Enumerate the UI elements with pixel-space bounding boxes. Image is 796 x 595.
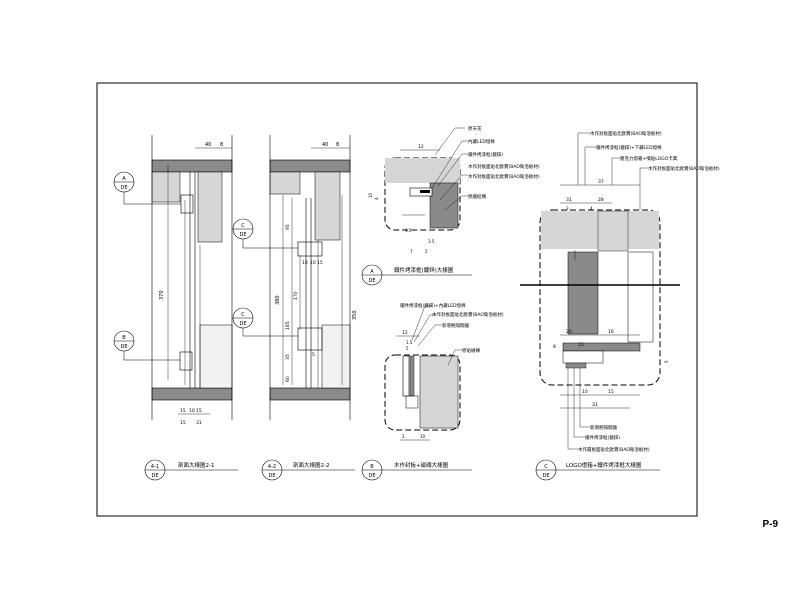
detail-title: 鐵件烤漆框(鍍鋅)大樣圖: [394, 266, 454, 274]
svg-text:木作封板面貼北歐實(BAO衛浴板材): 木作封板面貼北歐實(BAO衛浴板材): [590, 130, 662, 137]
svg-text:鐵件烤漆框(鍍鋅)+內藏LED燈條: 鐵件烤漆框(鍍鋅)+內藏LED燈條: [400, 302, 466, 309]
top-dim-a: 40: [205, 142, 211, 148]
svg-text:原天花: 原天花: [468, 125, 482, 132]
svg-text:2: 2: [402, 434, 405, 439]
svg-text:5: 5: [664, 360, 669, 363]
detail-4-2: 380 185 35 60 95 170 350 10 10 15 5 40 8…: [232, 135, 358, 481]
svg-text:8: 8: [553, 344, 556, 350]
svg-text:鐵件烤漆框(鍍鋅): 鐵件烤漆框(鍍鋅): [468, 151, 503, 158]
svg-text:8: 8: [336, 142, 339, 148]
wall-right-block: [197, 171, 223, 243]
svg-text:4: 4: [590, 206, 593, 211]
svg-text:木作封板面貼北歐實(BAO衛浴板材): 木作封板面貼北歐實(BAO衛浴板材): [468, 163, 540, 170]
svg-text:15: 15: [608, 389, 614, 395]
svg-text:DE: DE: [268, 473, 275, 479]
detail-4-1: 370 40 8 15 10 15 15 31 A DE B DE 4-1 DE…: [113, 135, 238, 481]
bottom-dim-4: 15: [180, 420, 186, 426]
detail-c: 37 31 28 3 4 20 16 15 8 10 15 31 5 木作封板面…: [520, 130, 720, 481]
svg-text:原貼磁磚: 原貼磁磚: [462, 347, 480, 354]
svg-text:原牆結構: 原牆結構: [468, 193, 486, 200]
detail-b: 12 1.5 5 2 10 鐵件烤漆框(鍍鋅)+內藏LED燈條 木作封板面貼北歐…: [361, 302, 504, 481]
svg-text:C: C: [241, 312, 245, 318]
detail-title: 木作封板+磁磚大樣圖: [394, 461, 449, 469]
svg-text:DE: DE: [120, 185, 127, 191]
svg-text:A: A: [122, 176, 126, 182]
svg-text:60: 60: [285, 376, 291, 382]
sheet-border: [96, 82, 698, 517]
svg-text:10: 10: [582, 389, 588, 395]
svg-text:10: 10: [302, 260, 308, 266]
svg-text:B: B: [122, 335, 126, 341]
page-number: P-9: [762, 519, 778, 530]
svg-text:12: 12: [418, 144, 424, 150]
svg-text:木作層板面貼北歐實(BAO衛浴板材): 木作層板面貼北歐實(BAO衛浴板材): [578, 446, 650, 453]
svg-text:28: 28: [598, 197, 604, 203]
svg-text:1.5: 1.5: [406, 340, 413, 345]
svg-text:鐵件烤漆框(鍍鋅)+下藏LED燈條: 鐵件烤漆框(鍍鋅)+下藏LED燈條: [596, 144, 662, 151]
height-dim: 370: [159, 290, 165, 300]
svg-text:170: 170: [293, 291, 299, 300]
svg-text:內藏LED燈條: 內藏LED燈條: [468, 138, 495, 145]
svg-text:10: 10: [368, 192, 373, 198]
svg-text:95: 95: [285, 224, 291, 230]
detail-title: LOGO燈箱+鐵件烤漆框大樣圖: [566, 461, 642, 469]
svg-text:木作封板面貼北歐實(BAO衛浴板材): 木作封板面貼北歐實(BAO衛浴板材): [432, 311, 504, 318]
svg-text:5: 5: [312, 352, 315, 358]
svg-text:10: 10: [420, 434, 426, 439]
svg-text:7: 7: [410, 249, 413, 254]
svg-text:185: 185: [285, 321, 291, 330]
svg-text:A: A: [370, 269, 374, 275]
svg-text:C: C: [544, 464, 548, 470]
svg-text:380: 380: [275, 295, 281, 305]
bottom-dim-2: 10: [189, 408, 195, 414]
svg-text:DE: DE: [120, 344, 127, 350]
svg-text:1.5: 1.5: [405, 228, 412, 233]
svg-text:B: B: [370, 464, 374, 470]
top-slab: [151, 159, 233, 173]
svg-text:C: C: [241, 223, 245, 229]
svg-text:DE: DE: [368, 278, 375, 284]
svg-text:壓克力燈箱+噴貼LOGO卡典: 壓克力燈箱+噴貼LOGO卡典: [620, 155, 678, 162]
svg-text:16: 16: [608, 329, 614, 335]
svg-text:31: 31: [566, 197, 572, 203]
svg-text:新增輕隔間牆: 新增輕隔間牆: [590, 424, 617, 431]
svg-text:35: 35: [285, 354, 291, 360]
detail-title: 剖面大樣圖2-2: [293, 461, 329, 469]
svg-text:5: 5: [406, 346, 409, 351]
svg-text:20: 20: [566, 329, 572, 335]
svg-text:5: 5: [425, 249, 428, 254]
svg-text:15: 15: [578, 342, 584, 348]
svg-text:4: 4: [374, 197, 379, 200]
svg-text:37: 37: [598, 179, 604, 185]
wall-left-block: [151, 171, 181, 203]
svg-text:DE: DE: [239, 232, 246, 238]
bottom-dim-3: 15: [196, 408, 202, 414]
svg-text:3.5: 3.5: [428, 239, 435, 244]
bottom-dim-total: 31: [196, 420, 202, 426]
detail-title: 剖面大樣圖2-1: [178, 461, 214, 469]
svg-text:12: 12: [402, 330, 408, 336]
svg-text:鐵件烤漆框(鍍鋅): 鐵件烤漆框(鍍鋅): [585, 434, 620, 441]
svg-text:40: 40: [322, 142, 328, 148]
svg-text:3: 3: [566, 206, 569, 211]
svg-text:DE: DE: [239, 321, 246, 327]
svg-text:10: 10: [310, 260, 316, 266]
svg-text:15: 15: [317, 260, 323, 266]
svg-text:DE: DE: [368, 473, 375, 479]
detail-a: 12 1.5 3.5 7 5 10 4 原天花 內藏LED燈條 鐵件烤漆框(鍍鋅…: [361, 125, 540, 286]
svg-text:4-1: 4-1: [151, 464, 159, 470]
bottom-slab: [151, 387, 233, 401]
top-dim-b: 8: [220, 142, 223, 148]
svg-text:4-2: 4-2: [268, 464, 276, 470]
svg-text:31: 31: [592, 402, 598, 408]
svg-text:350: 350: [352, 310, 358, 320]
svg-text:木作封板面貼北歐實(BAO衛浴板材): 木作封板面貼北歐實(BAO衛浴板材): [468, 173, 540, 180]
svg-text:DE: DE: [542, 473, 549, 479]
concrete-zone: [199, 324, 233, 389]
svg-text:新增輕隔間牆: 新增輕隔間牆: [442, 322, 469, 329]
svg-text:木作封板面貼北歐實(BAO衛浴板材): 木作封板面貼北歐實(BAO衛浴板材): [648, 165, 720, 172]
svg-text:DE: DE: [151, 473, 158, 479]
bottom-dim-1: 15: [180, 408, 186, 414]
